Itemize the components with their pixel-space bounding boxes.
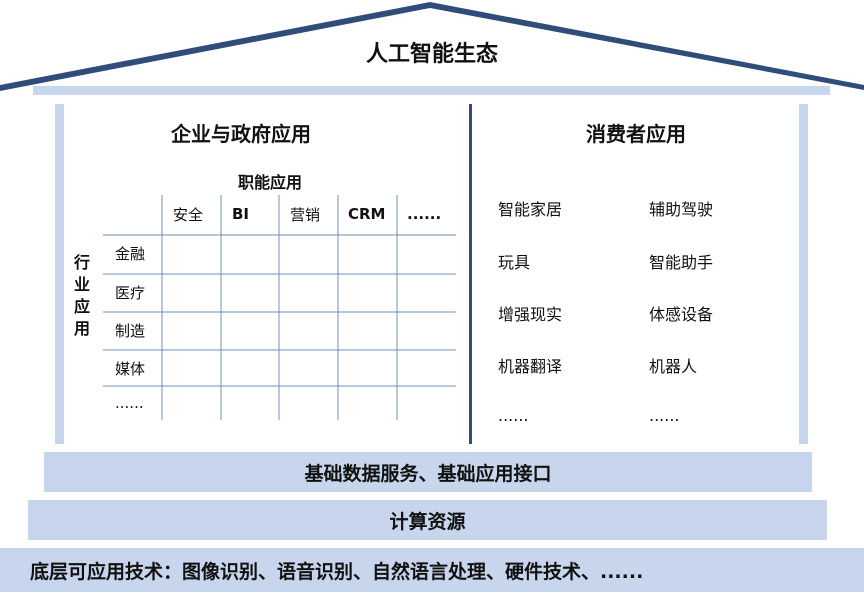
consumer-item: 玩具	[498, 253, 531, 272]
industry-label-char: 业	[73, 275, 90, 294]
consumer-item: 体感设备	[649, 305, 714, 324]
row-header: 媒体	[115, 360, 146, 378]
row-header: 金融	[115, 245, 146, 263]
compute-layer: 计算资源	[28, 500, 827, 540]
consumer-item: 智能家居	[498, 200, 563, 219]
right-pillar	[799, 104, 808, 444]
row-header: ......	[115, 394, 144, 412]
consumer-item: ......	[649, 406, 680, 425]
consumer-title: 消费者应用	[586, 122, 686, 146]
industry-label-char: 应	[73, 297, 90, 316]
ecosystem-title: 人工智能生态	[365, 42, 498, 67]
industry-label-char: 用	[73, 319, 90, 338]
row-header: 制造	[115, 322, 146, 340]
function-app-label: 职能应用	[238, 173, 303, 192]
data-services-layer: 基础数据服务、基础应用接口	[44, 452, 812, 492]
roof-beam	[33, 86, 830, 95]
col-header: ......	[407, 205, 442, 223]
left-pillar	[55, 104, 64, 444]
consumer-item: 增强现实	[498, 305, 563, 324]
row-header: 医疗	[115, 284, 146, 302]
industry-app-label: 行 业 应 用	[72, 252, 92, 340]
tech-layer: 底层可应用技术：图像识别、语音识别、自然语言处理、硬件技术、......	[0, 548, 864, 592]
consumer-item: 机器人	[649, 357, 698, 376]
consumer-item: ......	[498, 406, 529, 425]
consumer-item: 机器翻译	[498, 357, 563, 376]
industry-label-char: 行	[73, 253, 90, 272]
section-divider	[469, 104, 472, 444]
col-header: 安全	[173, 206, 204, 224]
col-header: 营销	[290, 206, 321, 224]
consumer-item: 智能助手	[649, 253, 714, 272]
consumer-item: 辅助驾驶	[649, 200, 714, 219]
col-header: BI	[232, 205, 250, 223]
col-header: CRM	[348, 205, 386, 223]
enterprise-title: 企业与政府应用	[171, 122, 311, 146]
